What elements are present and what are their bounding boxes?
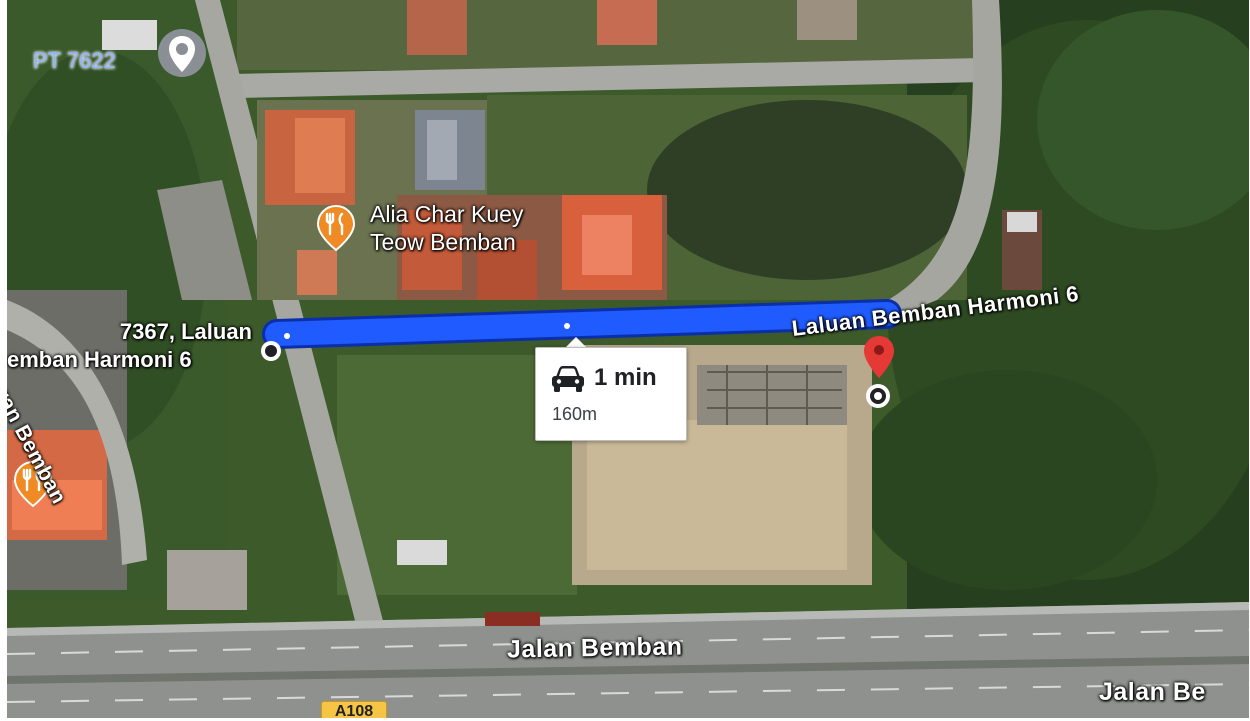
road-label-jalan-bemban-right: Jalan Be: [1099, 678, 1206, 706]
origin-line1: 7367, Laluan: [119, 319, 252, 344]
satellite-imagery: [7, 0, 1249, 718]
poi-name[interactable]: Alia Char Kuey Teow Bemban: [370, 200, 523, 256]
map-view[interactable]: PT 7622 Alia Char Kuey Teow Bemban 7367,…: [7, 0, 1249, 718]
poi-name-line1: Alia Char Kuey: [370, 201, 524, 227]
restaurant-icon[interactable]: [316, 204, 356, 252]
route-time: 1 min: [594, 364, 657, 391]
road-label-jalan-bemban: Jalan Bemban: [506, 632, 683, 664]
location-pin-icon[interactable]: [157, 28, 207, 86]
route-card-tail: [565, 337, 587, 348]
route-shield: A108: [321, 701, 387, 718]
car-icon: [552, 366, 584, 392]
pt-label: PT 7622: [33, 48, 116, 73]
destination-pin-icon[interactable]: [863, 335, 895, 379]
route-info-card[interactable]: 1 min 160m: [535, 347, 687, 441]
restaurant-icon[interactable]: [13, 460, 53, 508]
poi-name-line2: Teow Bemban: [370, 229, 516, 255]
route-distance: 160m: [552, 404, 598, 424]
destination-dot-icon: [866, 384, 890, 408]
origin-line2: emban Harmoni 6: [7, 347, 192, 372]
origin-dot-icon[interactable]: [259, 339, 283, 363]
route-line: [265, 302, 899, 346]
origin-address[interactable]: 7367, Laluan emban Harmoni 6: [7, 318, 252, 374]
